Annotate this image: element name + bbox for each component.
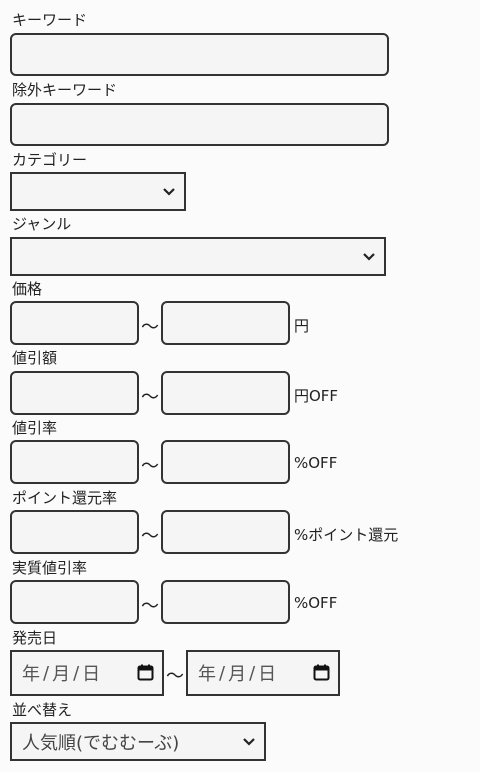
calendar-icon[interactable] — [313, 664, 330, 681]
point-rate-min-input[interactable] — [10, 510, 139, 554]
range-separator: 〜 — [141, 526, 159, 547]
exclude-keyword-input[interactable] — [10, 103, 389, 146]
date-month-placeholder: 月 — [228, 664, 247, 685]
discount-rate-label: 値引率 — [12, 419, 58, 437]
point-rate-label: ポイント還元率 — [12, 489, 118, 507]
release-date-to-input[interactable]: 年 / 月 / 日 — [186, 650, 340, 696]
calendar-icon[interactable] — [137, 664, 154, 681]
price-min-input[interactable] — [10, 301, 139, 345]
discount-amount-min-input[interactable] — [10, 371, 139, 415]
date-year-placeholder: 年 — [198, 664, 216, 685]
range-separator: 〜 — [141, 387, 159, 408]
real-discount-rate-min-input[interactable] — [10, 580, 139, 624]
discount-amount-label: 値引額 — [12, 349, 58, 367]
range-separator: 〜 — [141, 596, 159, 617]
date-day-placeholder: 日 — [82, 664, 101, 685]
genre-label: ジャンル — [12, 215, 72, 233]
discount-rate-unit: %OFF — [294, 454, 338, 472]
category-select[interactable] — [10, 172, 186, 211]
chevron-down-icon — [163, 187, 175, 196]
genre-select[interactable] — [10, 237, 386, 276]
discount-amount-max-input[interactable] — [161, 371, 290, 415]
sort-label: 並べ替え — [12, 701, 73, 719]
exclude-keyword-label: 除外キーワード — [12, 81, 118, 99]
keyword-label: キーワード — [12, 11, 88, 29]
point-rate-unit: %ポイント還元 — [294, 526, 399, 544]
release-date-label: 発売日 — [12, 629, 58, 647]
date-separator: / — [43, 662, 50, 684]
sort-select[interactable]: 人気順(でむむーぶ) — [10, 722, 266, 761]
discount-rate-min-input[interactable] — [10, 440, 139, 484]
date-year-placeholder: 年 — [22, 664, 40, 685]
chevron-down-icon — [363, 252, 375, 261]
chevron-down-icon — [243, 737, 255, 746]
price-unit: 円 — [294, 317, 310, 335]
date-separator: / — [219, 662, 226, 684]
date-separator: / — [249, 662, 256, 684]
sort-selected-value: 人気順(でむむーぶ) — [22, 732, 180, 754]
keyword-input[interactable] — [10, 33, 389, 76]
point-rate-max-input[interactable] — [161, 510, 290, 554]
date-month-placeholder: 月 — [52, 664, 71, 685]
real-discount-rate-max-input[interactable] — [161, 580, 290, 624]
discount-amount-unit: 円OFF — [294, 387, 339, 405]
price-max-input[interactable] — [161, 301, 290, 345]
release-date-from-input[interactable]: 年 / 月 / 日 — [10, 650, 164, 696]
range-separator: 〜 — [166, 666, 184, 687]
date-separator: / — [73, 662, 80, 684]
real-discount-rate-label: 実質値引率 — [12, 559, 88, 577]
discount-rate-max-input[interactable] — [161, 440, 290, 484]
date-day-placeholder: 日 — [258, 664, 277, 685]
price-label: 価格 — [12, 280, 43, 298]
range-separator: 〜 — [141, 317, 159, 338]
range-separator: 〜 — [141, 456, 159, 477]
real-discount-rate-unit: %OFF — [294, 594, 338, 612]
category-label: カテゴリー — [12, 151, 88, 169]
